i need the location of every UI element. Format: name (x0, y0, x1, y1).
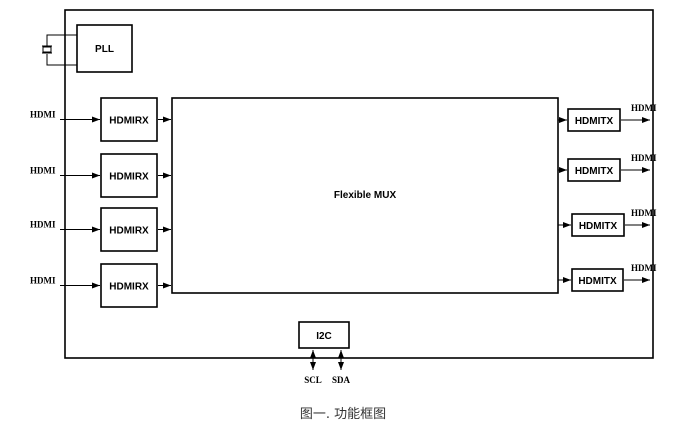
hdmitx-channel: HDMITX HDMI (558, 153, 657, 182)
hdmitx-block (567, 158, 621, 182)
mux-label: Flexible MUX (334, 190, 397, 201)
crystal-oscillator (42, 34, 77, 66)
hdmirx-block (100, 153, 158, 198)
hdmirx-label: HDMIRX (109, 226, 149, 237)
hdmirx-label: HDMIRX (109, 116, 149, 127)
hdmitx-label: HDMITX (579, 221, 618, 232)
sda-label: SDA (332, 375, 351, 385)
hdmirx-label: HDMIRX (109, 282, 149, 293)
hdmirx-block (100, 207, 158, 252)
pll-block: PLL (76, 24, 133, 73)
pll-label: PLL (95, 44, 114, 55)
hdmitx-label: HDMITX (575, 116, 614, 127)
scl-label: SCL (304, 375, 322, 385)
hdmi-input-label: HDMI (30, 276, 56, 286)
hdmirx-block (100, 97, 158, 142)
hdmitx-label: HDMITX (578, 276, 617, 287)
hdmitx-block (571, 213, 625, 237)
hdmirx-channel: HDMI HDMIRX (30, 97, 171, 142)
i2c-label: I2C (316, 331, 332, 342)
hdmi-input-label: HDMI (30, 110, 56, 120)
hdmi-output-label: HDMI (631, 208, 657, 218)
hdmirx-channel: HDMI HDMIRX (30, 207, 171, 252)
hdmirx-block (100, 263, 158, 308)
hdmi-output-label: HDMI (631, 263, 657, 273)
hdmi-output-label: HDMI (631, 103, 657, 113)
hdmitx-block (567, 108, 621, 132)
hdmitx-label: HDMITX (575, 166, 614, 177)
figure-caption: 图一. 功能框图 (300, 407, 386, 422)
hdmitx-channel: HDMITX HDMI (558, 103, 657, 132)
hdmi-output-label: HDMI (631, 153, 657, 163)
hdmitx-block (571, 268, 624, 292)
hdmitx-channel: HDMITX HDMI (558, 263, 657, 292)
hdmirx-channel: HDMI HDMIRX (30, 263, 171, 308)
hdmirx-channel: HDMI HDMIRX (30, 153, 171, 198)
hdmitx-channel: HDMITX HDMI (558, 208, 657, 237)
i2c-block: I2C SCL SDA (298, 321, 351, 385)
mux-block: Flexible MUX (171, 97, 559, 294)
hdmirx-label: HDMIRX (109, 172, 149, 183)
hdmi-input-label: HDMI (30, 166, 56, 176)
hdmi-input-label: HDMI (30, 220, 56, 230)
